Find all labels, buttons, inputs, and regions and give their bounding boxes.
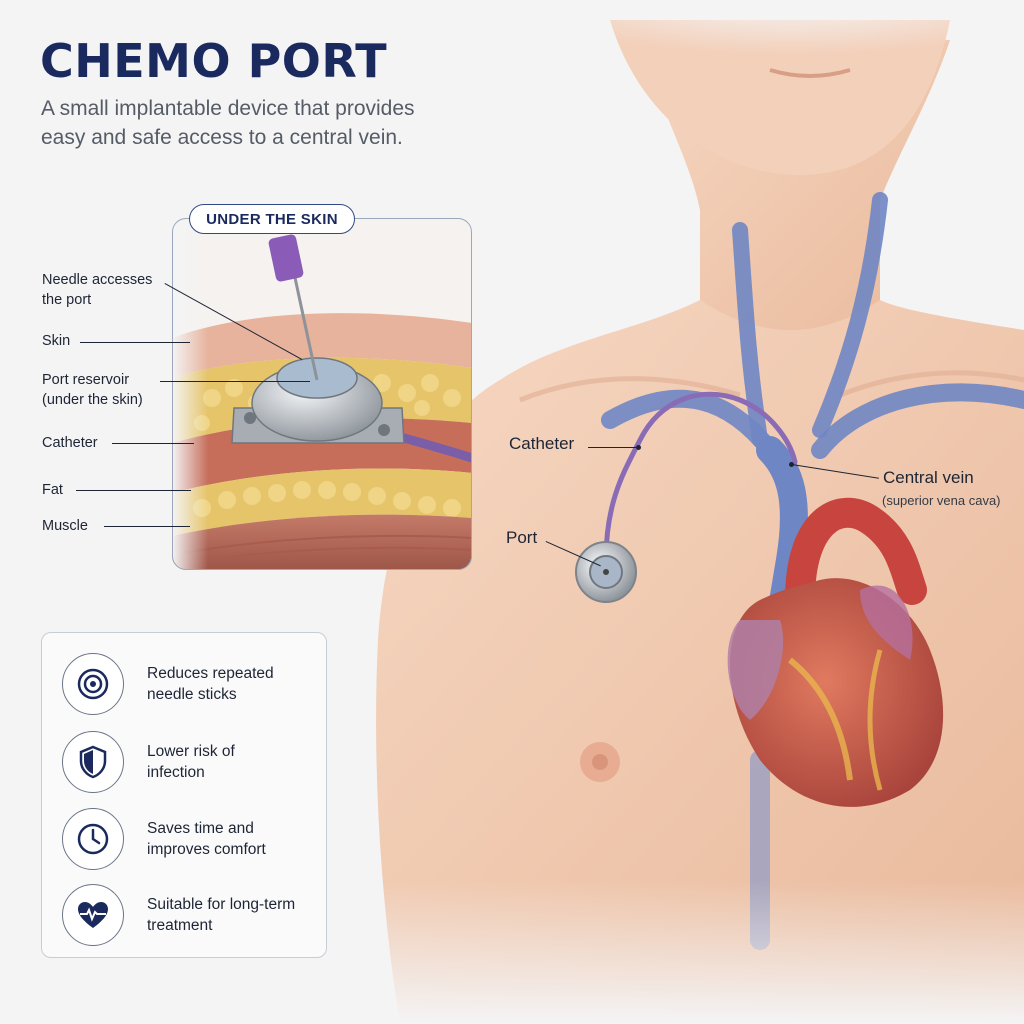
aorta [785, 497, 927, 615]
benefit-item: Lower risk of infection [62, 730, 322, 794]
benefit-text: Suitable for long-term treatment [147, 896, 296, 934]
shield-icon [62, 731, 124, 793]
leader-port-reservoir [160, 381, 310, 382]
under-skin-cross-section [172, 218, 472, 570]
leader-catheter-dot [636, 445, 641, 450]
inset-title: UNDER THE SKIN [189, 204, 355, 234]
leader-skin [80, 342, 190, 343]
benefit-text: Reduces repeated needle sticks [147, 665, 274, 703]
label-skin: Skin [42, 333, 71, 349]
benefit-text: Saves time and improves comfort [147, 820, 266, 858]
benefit-text: Lower risk of infection [147, 743, 235, 781]
label-fat: Fat [42, 482, 63, 498]
page-subtitle: A small implantable device that provides… [41, 97, 415, 149]
torso [376, 300, 1024, 1024]
benefit-item: Reduces repeated needle sticks [62, 652, 322, 716]
leader-muscle [104, 526, 190, 527]
label-port: Port [506, 528, 538, 547]
benefits-card: Reduces repeated needle sticks Lower ris… [41, 632, 327, 958]
label-catheter-inset: Catheter [42, 435, 98, 451]
jugular-vein-right [812, 192, 888, 438]
leader-fat [76, 490, 191, 491]
label-catheter: Catheter [509, 434, 575, 453]
label-muscle: Muscle [42, 518, 88, 534]
subclavian-vein-right [811, 383, 1024, 459]
leader-central-vein-dot [789, 462, 794, 467]
leader-catheter-inset [112, 443, 194, 444]
catheter-tube [603, 391, 798, 563]
label-needle: Needle accesses the port [42, 272, 153, 308]
benefit-item: Suitable for long-term treatment [62, 883, 322, 947]
leader-catheter [588, 447, 638, 448]
label-port-reservoir: Port reservoir (under the skin) [42, 372, 143, 408]
clock-icon [62, 808, 124, 870]
target-icon [62, 653, 124, 715]
page-title: CHEMO PORT [40, 34, 388, 88]
heart-pulse-icon [62, 884, 124, 946]
subclavian-vein-left [601, 389, 779, 459]
label-central-vein-sub: (superior vena cava) [882, 493, 1001, 508]
inset-frame [172, 218, 472, 570]
label-central-vein: Central vein [883, 468, 974, 487]
jugular-vein-left [732, 222, 768, 448]
benefit-item: Saves time and improves comfort [62, 807, 322, 871]
